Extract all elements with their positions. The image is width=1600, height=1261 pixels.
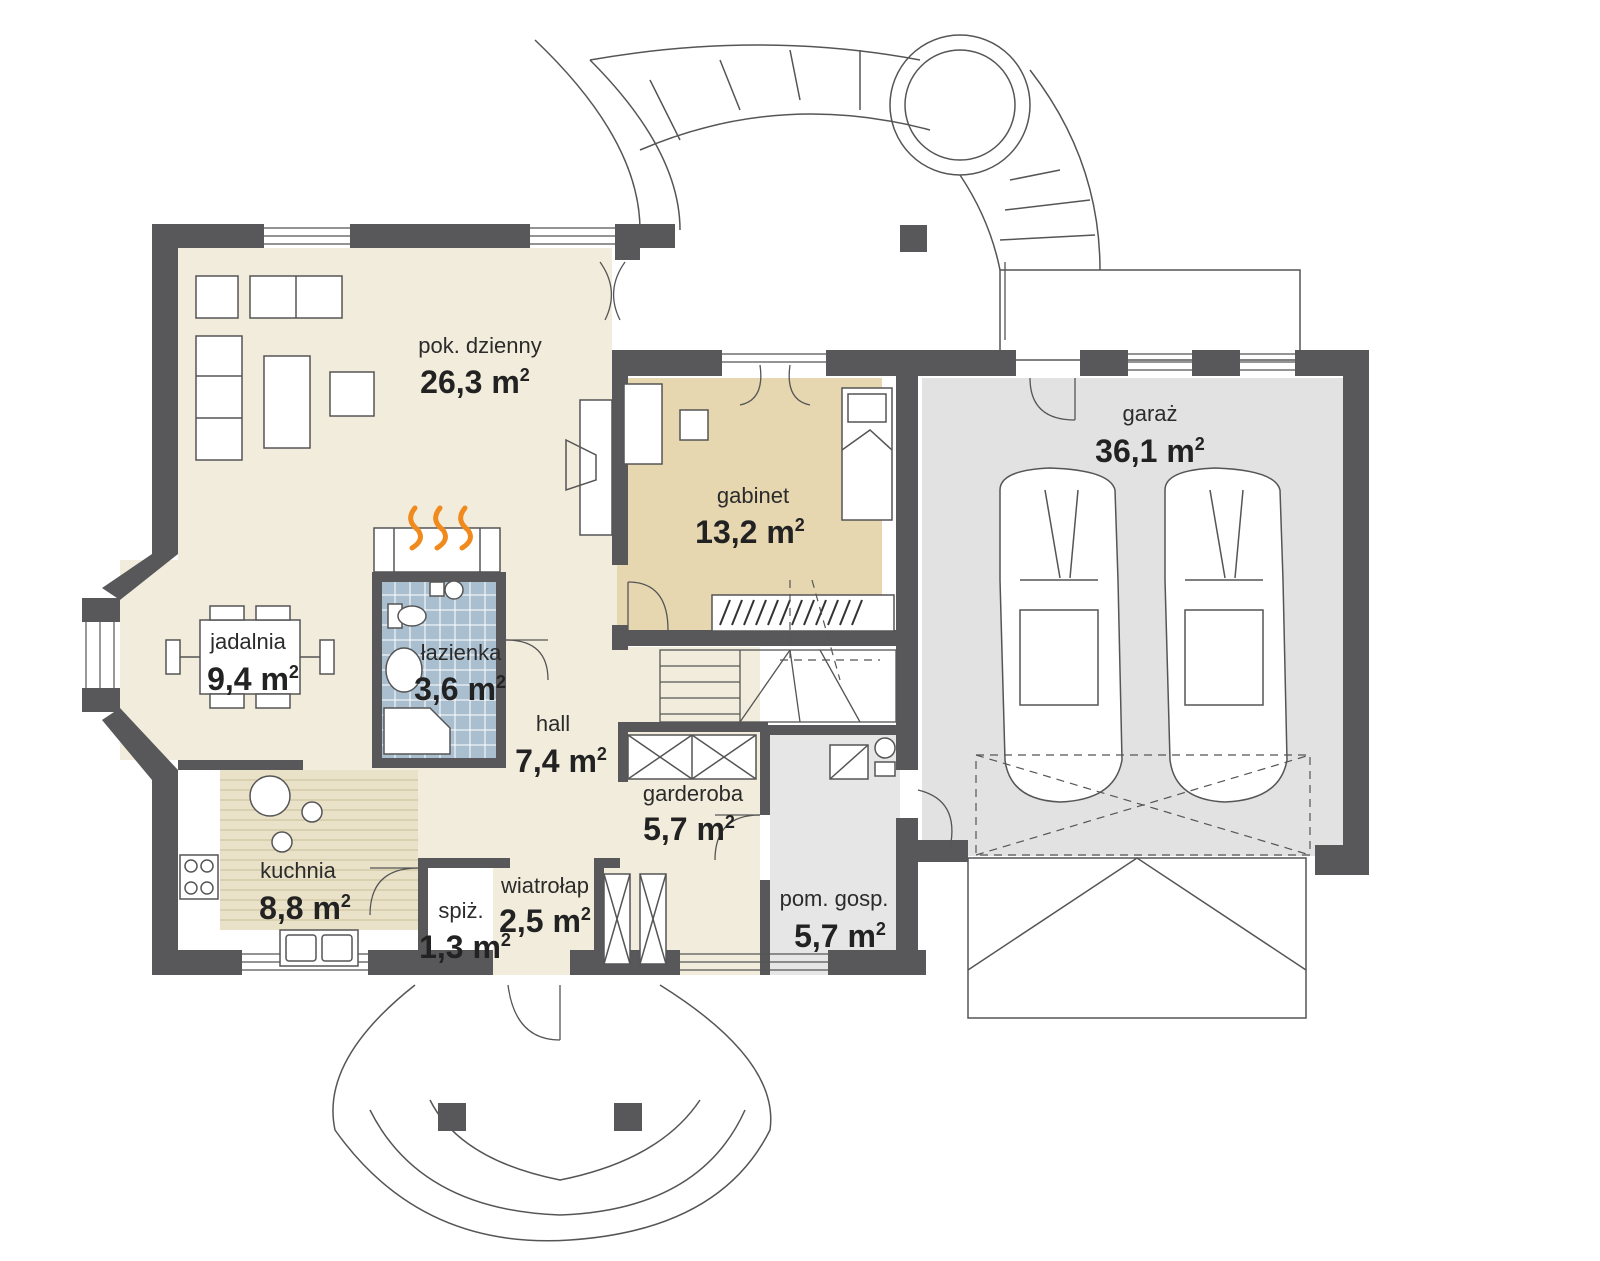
driveway: [967, 857, 1307, 1019]
washbasin: [385, 647, 423, 693]
room-vestibule-area: 2,5 m2: [499, 903, 591, 939]
door-swing-icon: [369, 261, 1076, 1041]
fire-flames: [408, 505, 473, 551]
room-living-area: 26,3 m2: [420, 364, 530, 400]
terrace-arc-inner: [589, 59, 681, 231]
room-kitchen-name: kuchnia: [260, 858, 337, 883]
room-wardrobe-area: 5,7 m2: [643, 811, 735, 847]
chair: [679, 409, 709, 441]
room-garage-name: garaż: [1122, 401, 1177, 426]
walls: [82, 224, 1369, 975]
garage-door-dashed: [975, 754, 1311, 856]
room-living-name: pok. dzienny: [418, 333, 542, 358]
entrance-arc-inner: [429, 1099, 701, 1181]
room-hall-area: 7,4 m2: [515, 743, 607, 779]
hangers: [719, 599, 863, 626]
room-wardrobe-name: garderoba: [643, 781, 744, 806]
terrace-arc-outer: [534, 39, 641, 231]
entrance-arc-outer: [332, 984, 772, 1242]
post-entrance-left: [438, 1103, 466, 1131]
car-icon: [999, 467, 1123, 803]
sofa-left: [195, 335, 243, 461]
room-hall-name: hall: [536, 711, 570, 736]
garden-circle-inner: [904, 49, 1016, 161]
room-bathroom-name: łazienka: [421, 640, 502, 665]
stairs-upper: [780, 579, 880, 681]
shower-tray: [383, 707, 451, 755]
room-study-name: gabinet: [717, 483, 789, 508]
room-kitchen-area: 8,8 m2: [259, 890, 351, 926]
room-garage-area: 36,1 m2: [1095, 433, 1205, 469]
car-icon-2: [1164, 467, 1288, 803]
canopy-rect: [999, 269, 1301, 361]
terrace-band-low: [639, 113, 931, 151]
room-dining-name: jadalnia: [209, 629, 287, 654]
room-vestibule-name: wiatrołap: [500, 873, 589, 898]
study-closet: [711, 594, 895, 632]
room-pantry-area: 1,3 m2: [419, 929, 511, 965]
kitchen-floor-stripes: [220, 779, 418, 921]
room-labels: pok. dzienny 26,3 m2 jadalnia 9,4 m2 łaz…: [207, 333, 1205, 965]
stairs-icon: [659, 649, 897, 723]
garden-circle-outer: [889, 34, 1031, 176]
room-dining-area: 9,4 m2: [207, 661, 299, 697]
room-bathroom-area: 3,6 m2: [414, 671, 506, 707]
coffee-table: [263, 355, 311, 449]
post-top: [900, 225, 927, 252]
room-pantry-name: spiż.: [438, 898, 483, 923]
post-entrance-right: [614, 1103, 642, 1131]
armchair: [195, 275, 239, 319]
stove-icon: [179, 854, 219, 900]
desk: [623, 383, 663, 465]
room-utility-area: 5,7 m2: [794, 918, 886, 954]
terrace-band-top: [589, 44, 921, 61]
outdoor-elements: [332, 34, 1307, 1242]
room-utility-name: pom. gosp.: [780, 886, 889, 911]
room-study-area: 13,2 m2: [695, 514, 805, 550]
furniture: [165, 275, 896, 967]
armchair-right: [329, 371, 375, 417]
